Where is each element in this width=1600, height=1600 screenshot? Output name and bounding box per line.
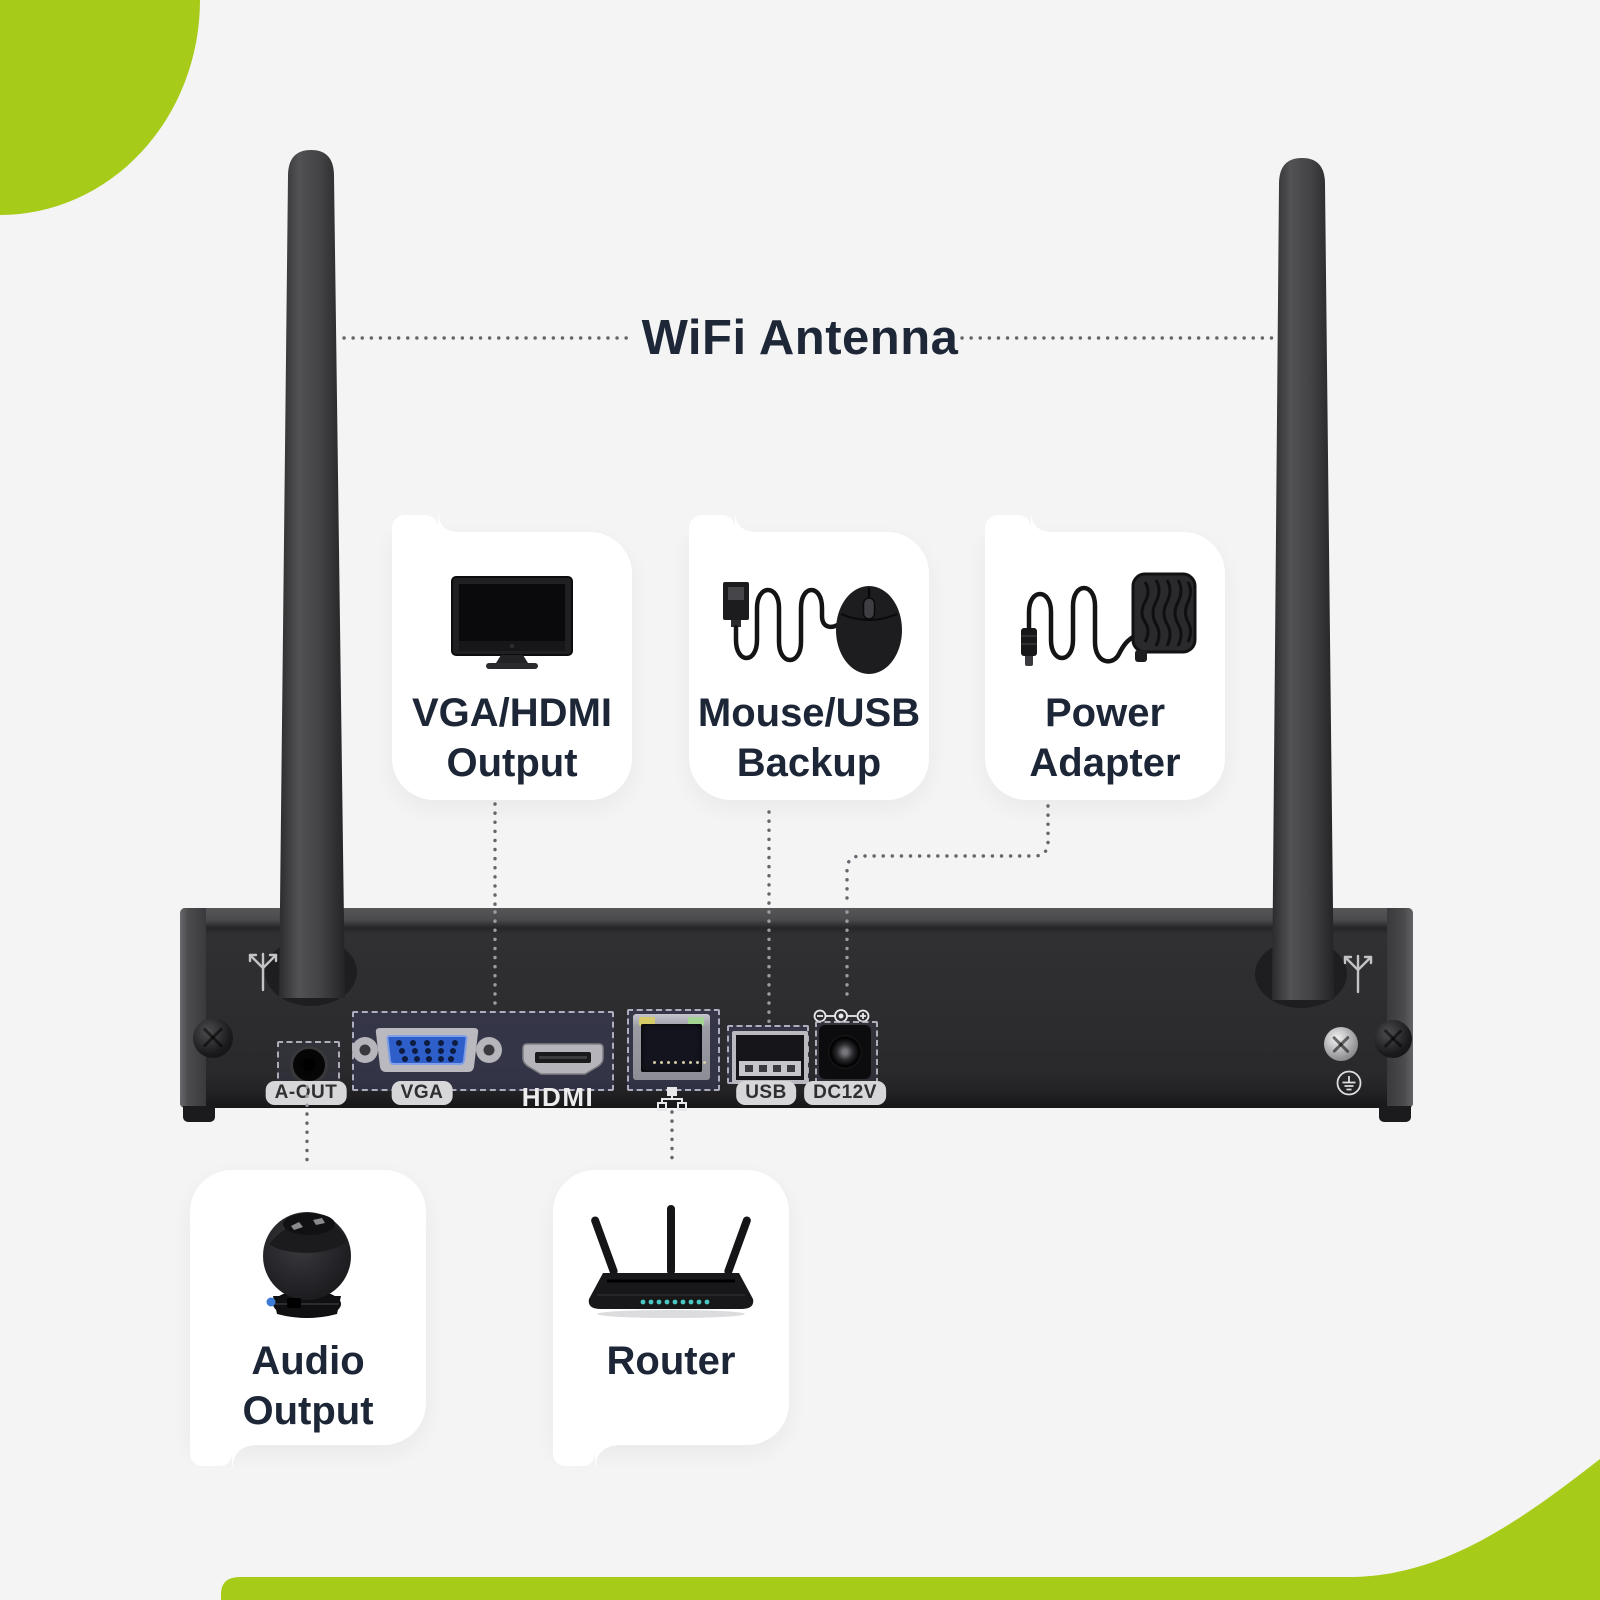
card-tab (553, 1440, 595, 1466)
monitor-icon (451, 576, 573, 669)
chassis-right-flange (1387, 908, 1413, 1108)
port-label-usb: USB (736, 1081, 796, 1105)
mouse-icon (723, 582, 902, 674)
wifi-antenna-right (1272, 158, 1334, 1000)
audio-jack-port (290, 1046, 328, 1084)
lan-icon (657, 1087, 687, 1111)
card-tab-curve (1031, 515, 1048, 532)
port-label-dc12v: DC12V (804, 1081, 886, 1105)
hdmi-port (522, 1043, 604, 1075)
card-tab-curve (595, 1445, 616, 1466)
callout-title: VGA/HDMI Output (412, 691, 612, 785)
ethernet-pins (653, 1061, 706, 1064)
usb-tongue (739, 1061, 801, 1076)
callout-title: Audio Output (242, 1339, 374, 1433)
callout-title: Mouse/USB Backup (697, 691, 921, 785)
vga-port (352, 1028, 502, 1072)
callout-card-power: Power Adapter (985, 515, 1225, 800)
ethernet-led-green (688, 1017, 704, 1026)
callout-card-router: Router (553, 1170, 789, 1466)
dc-power-barrel (828, 1035, 862, 1069)
usb-port (732, 1031, 808, 1084)
callout-title: Power Adapter (1029, 691, 1181, 785)
chassis-left-flange (180, 908, 206, 1108)
power-adapter-icon (1021, 572, 1197, 666)
card-tab (392, 515, 438, 539)
port-label-vga: VGA (391, 1081, 453, 1105)
port-label-audio-out: A-OUT (265, 1081, 347, 1105)
antenna-symbol-right-icon (1343, 954, 1373, 994)
headline-wifi-antenna: WiFi Antenna (641, 311, 959, 365)
port-label-hdmi: HDMI (521, 1082, 595, 1112)
ground-screw (1324, 1027, 1358, 1061)
device-foot-right (1379, 1106, 1411, 1122)
card-tab (689, 515, 735, 539)
router-icon (588, 1205, 754, 1318)
card-tab-curve (735, 515, 752, 532)
speaker-icon (263, 1212, 351, 1318)
card-tab-curve (232, 1445, 253, 1466)
audio-jack-hole (303, 1059, 315, 1071)
device-foot-left (183, 1106, 215, 1122)
card-tab (985, 515, 1031, 539)
card-tab (190, 1440, 232, 1466)
ethernet-port (633, 1014, 710, 1080)
callout-card-audio: Audio Output (190, 1170, 426, 1466)
ethernet-led-yellow (639, 1017, 655, 1026)
callout-card-vga-hdmi: VGA/HDMI Output (392, 515, 632, 800)
chassis-screw-left (193, 1018, 233, 1058)
card-tab-curve (438, 515, 455, 532)
wifi-antenna-left (279, 150, 345, 998)
ethernet-port-slot (641, 1024, 706, 1072)
ground-symbol-icon (1336, 1070, 1362, 1096)
callout-card-mouse-usb: Mouse/USB Backup (689, 515, 929, 800)
antenna-symbol-left-icon (248, 952, 278, 992)
chassis-screw-right (1374, 1020, 1412, 1058)
dc-power-port (819, 1025, 871, 1079)
callout-title: Router (606, 1339, 736, 1383)
